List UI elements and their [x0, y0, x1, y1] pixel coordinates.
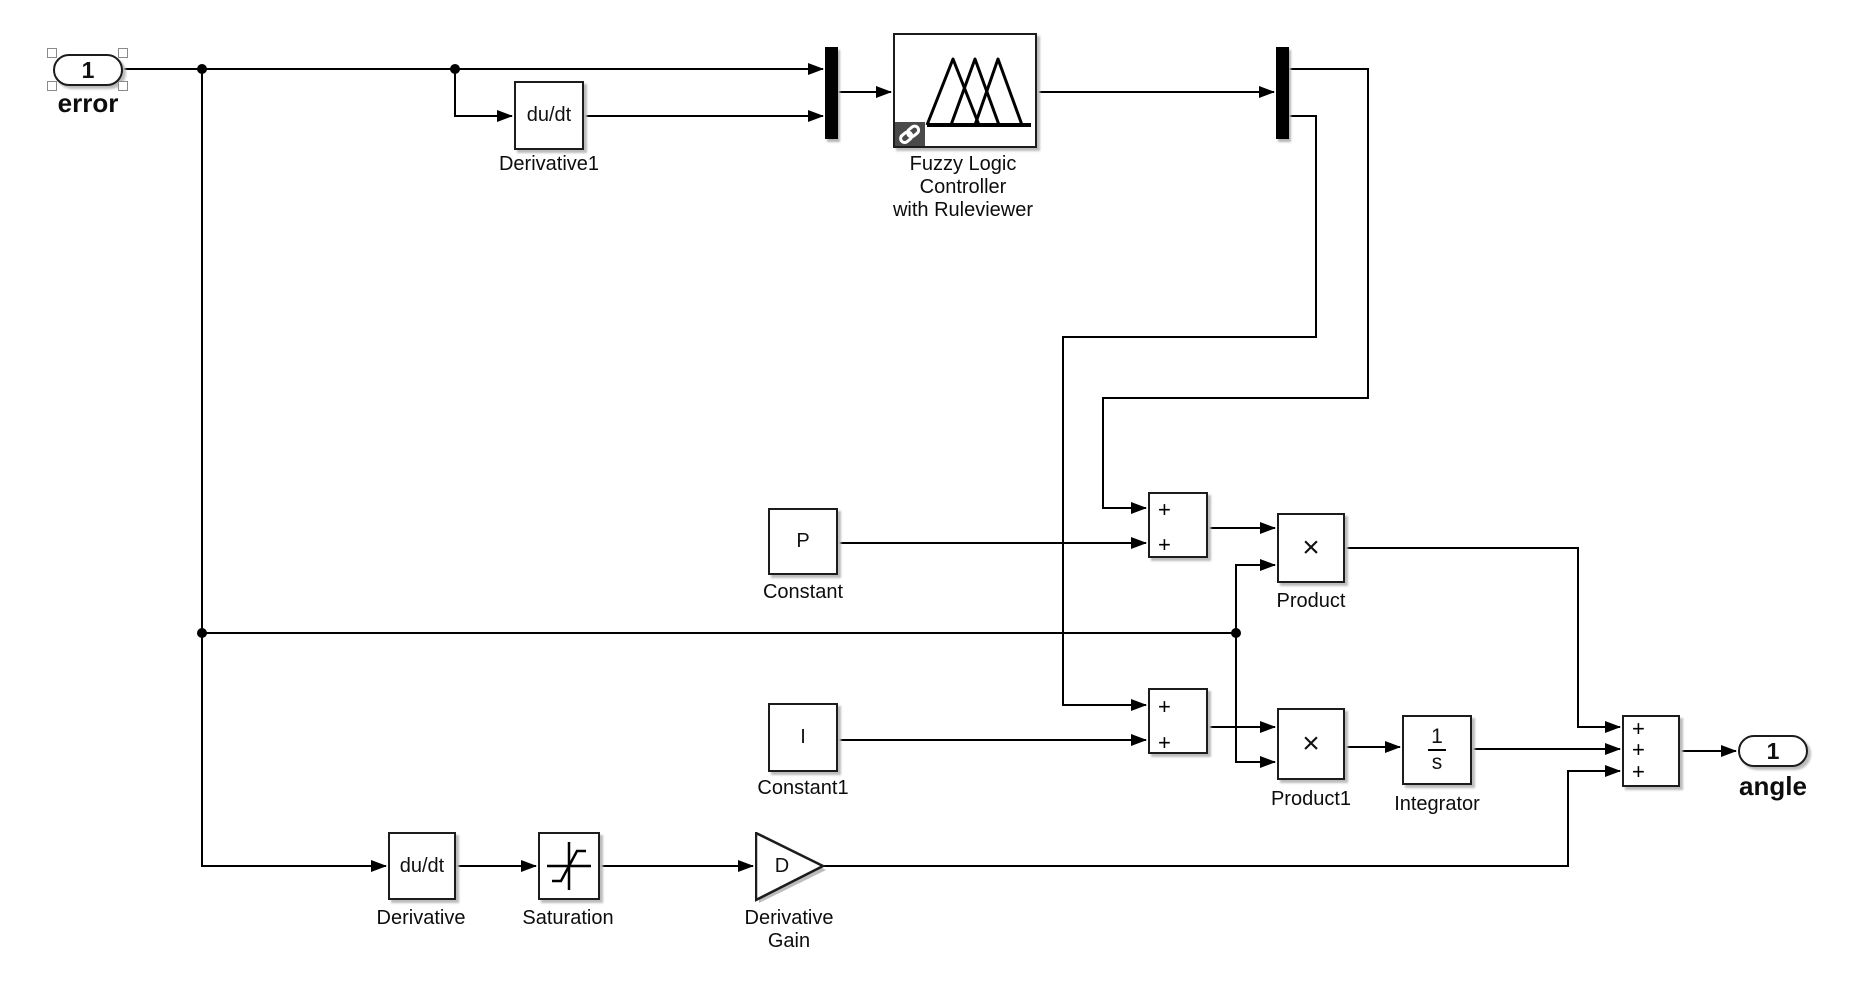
plus-sign: + [1632, 759, 1645, 784]
product1-label: Product1 [1270, 788, 1352, 810]
selection-handle[interactable] [118, 81, 128, 91]
plus-sign: + [1158, 497, 1171, 522]
sum-output-block[interactable]: + + + [1622, 715, 1680, 787]
wire-error-branch-to-derivative1[interactable] [454, 69, 513, 122]
gain-value: D [774, 854, 790, 877]
wire-error-trunk-to-derivative[interactable] [201, 69, 387, 872]
branch-dot [197, 628, 207, 638]
branch-dot [450, 64, 460, 74]
sum-p-block[interactable]: + + [1148, 492, 1208, 558]
integrator-block[interactable]: 1 s [1402, 715, 1472, 785]
derivative-block[interactable]: du/dt [388, 832, 456, 900]
derivative1-block[interactable]: du/dt [514, 81, 584, 150]
inport-number: 1 [81, 56, 95, 83]
wire-error-to-product1-in2[interactable] [1235, 633, 1276, 768]
multiply-sign: × [1302, 531, 1320, 564]
plus-sign: + [1158, 694, 1171, 719]
product-block[interactable]: × [1277, 513, 1345, 583]
selection-handle[interactable] [118, 48, 128, 58]
inport-error-label: error [57, 88, 119, 118]
branch-dot [1231, 628, 1241, 638]
derivative-expression: du/dt [399, 854, 445, 877]
plus-sign: + [1632, 716, 1645, 741]
derivative1-label: Derivative1 [498, 153, 600, 175]
saturation-label: Saturation [522, 907, 614, 929]
outport-angle-block[interactable]: 1 [1738, 735, 1808, 767]
integrator-label: Integrator [1394, 793, 1480, 815]
outport-angle-label: angle [1739, 771, 1807, 801]
plus-sign: + [1158, 532, 1171, 557]
selection-handle[interactable] [47, 48, 57, 58]
wire-error-to-product-in2[interactable] [1235, 559, 1276, 633]
mux-block[interactable] [825, 47, 838, 139]
constant-p-label: Constant [762, 581, 844, 603]
saturation-block[interactable] [538, 832, 600, 900]
derivative-gain-block[interactable]: D [755, 832, 827, 904]
fraction-bar [1428, 749, 1446, 751]
selection-handle[interactable] [47, 81, 57, 91]
multiply-sign: × [1302, 727, 1320, 760]
wire-demux2-to-sum-i[interactable] [1062, 115, 1317, 711]
constant-i-label: Constant1 [757, 777, 849, 799]
constant-p-value: P [796, 530, 810, 552]
saturation-icon [547, 842, 591, 890]
derivative-label: Derivative [376, 907, 466, 929]
branch-dot [197, 64, 207, 74]
constant-i-block[interactable]: I [768, 703, 838, 772]
fuzzy-logic-controller-block[interactable] [893, 33, 1037, 148]
wire-demux1-to-sum-p[interactable] [1102, 68, 1369, 514]
library-link-icon [895, 122, 925, 146]
gain-triangle-icon [755, 832, 826, 903]
plus-sign: + [1632, 737, 1645, 762]
inport-error-block[interactable]: 1 [53, 54, 123, 86]
derivative1-expression: du/dt [526, 104, 572, 126]
fuzzy-logic-controller-label: Fuzzy Logic Controller with Ruleviewer [892, 153, 1034, 221]
product1-block[interactable]: × [1277, 708, 1345, 780]
membership-triangles-icon [895, 57, 1031, 146]
constant-p-block[interactable]: P [768, 508, 838, 575]
wire-gain-to-sum-out[interactable] [823, 765, 1621, 867]
plus-sign: + [1158, 730, 1171, 755]
outport-number: 1 [1766, 737, 1780, 764]
wire-product-to-sum-out[interactable] [1345, 547, 1621, 733]
product-label: Product [1276, 590, 1346, 612]
demux-block[interactable] [1276, 47, 1289, 139]
constant-i-value: I [800, 726, 806, 748]
integrator-transfer-function: 1 s [1428, 726, 1446, 774]
sum-i-block[interactable]: + + [1148, 688, 1208, 755]
derivative-gain-label: Derivative Gain [744, 907, 834, 952]
